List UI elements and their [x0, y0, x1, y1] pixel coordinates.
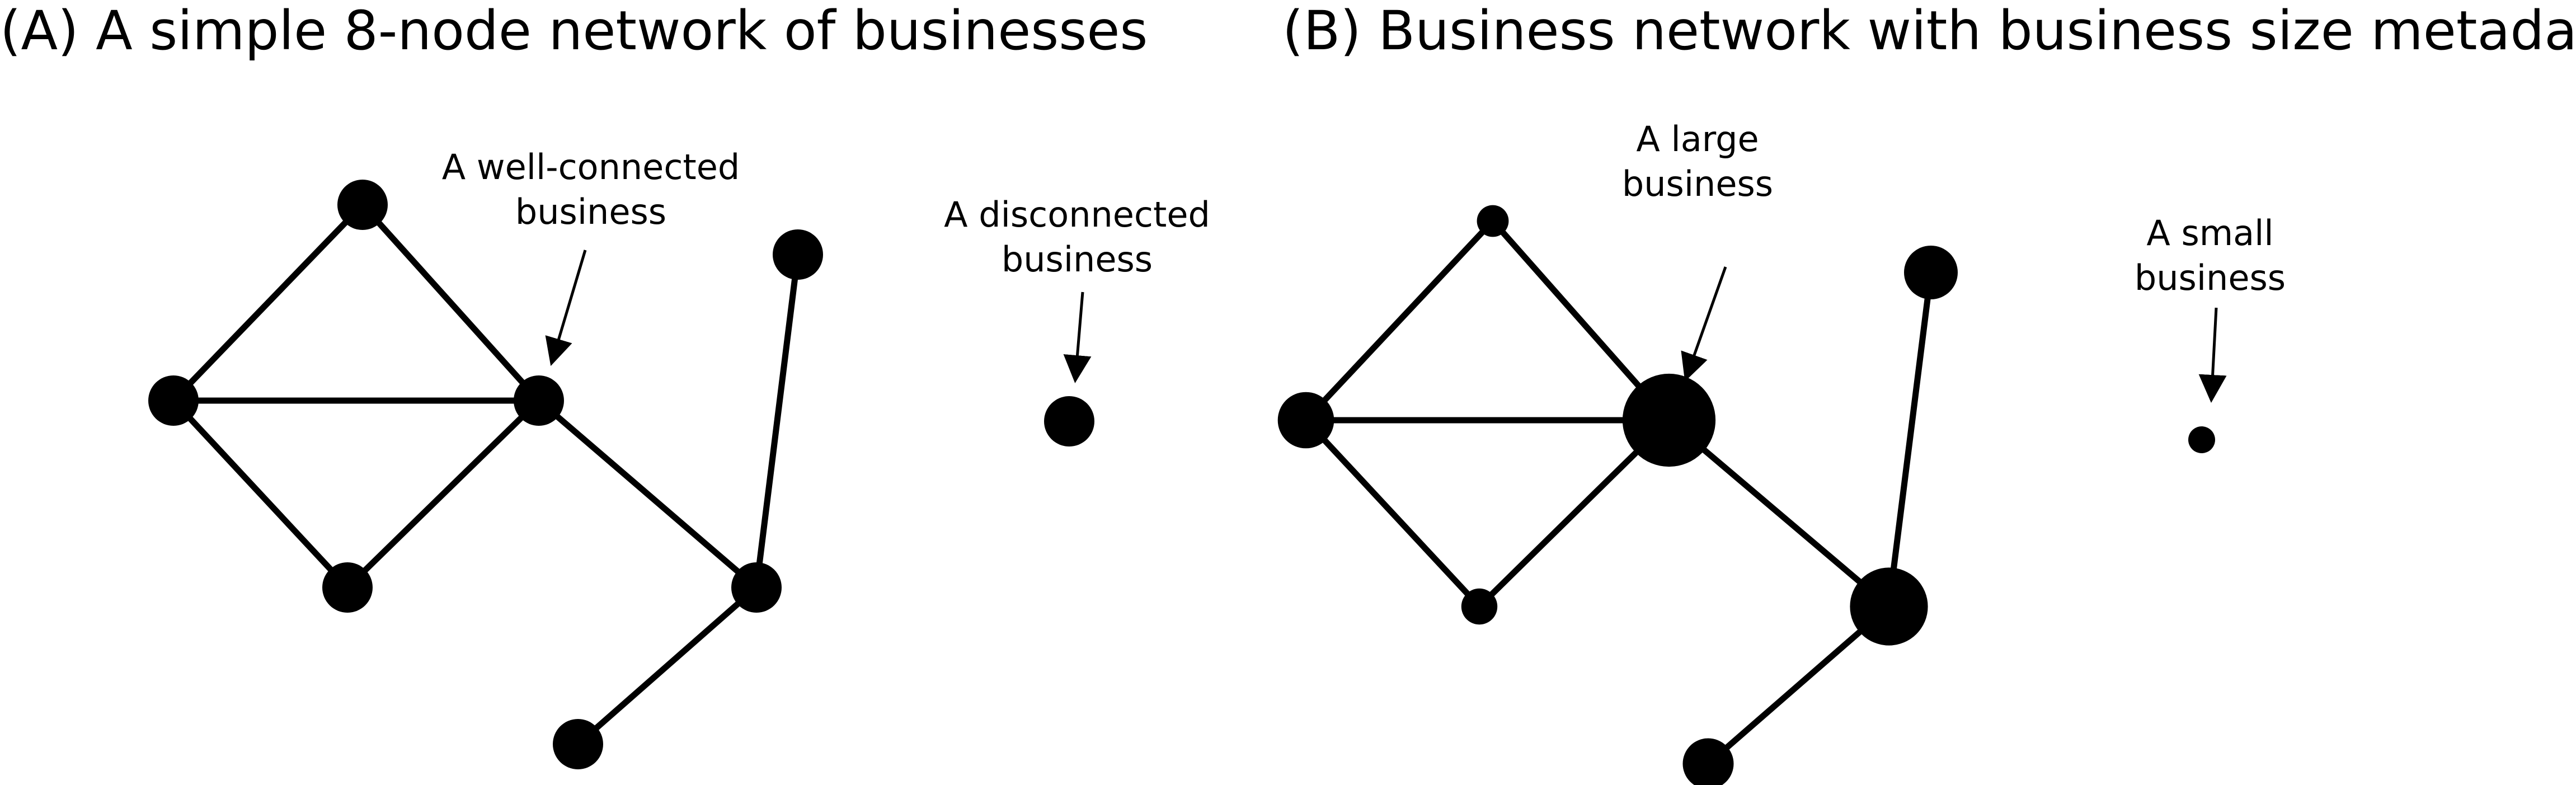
- edge-top-hub: [359, 201, 542, 404]
- annotation-label: business: [515, 191, 666, 232]
- edge-bottom-hub: [344, 397, 542, 591]
- annotation-arrow: [1681, 266, 1727, 382]
- node-left: [1277, 392, 1334, 449]
- panel-b-edges: [1303, 218, 1934, 767]
- edge-right-mid-right-top: [1886, 269, 1934, 610]
- annotation-label: A large: [1636, 119, 1759, 159]
- node-bottom-right: [1682, 738, 1734, 785]
- edge-top-left: [170, 201, 366, 404]
- annotation-label: A disconnected: [944, 194, 1210, 235]
- edge-right-mid-bottom-right: [575, 584, 760, 748]
- node-left: [148, 375, 199, 426]
- panel-a-title: (A) A simple 8-node network of businesse…: [0, 0, 1148, 62]
- node-isolated: [2188, 426, 2215, 453]
- node-bottom-right: [553, 719, 603, 769]
- node-right-top: [1904, 246, 1958, 299]
- node-top: [337, 180, 388, 230]
- annotation-label: business: [1002, 239, 1153, 280]
- annotation-arrow: [545, 250, 587, 366]
- node-hub: [514, 375, 564, 426]
- edge-top-left: [1303, 218, 1496, 424]
- panel-b-title: (B) Business network with business size …: [1282, 0, 2576, 62]
- node-bottom: [322, 562, 373, 613]
- annotation-label: business: [1622, 163, 1773, 204]
- annotation-arrow: [2198, 307, 2227, 403]
- node-right-mid: [731, 562, 782, 613]
- annotation-arrow: [1063, 292, 1092, 383]
- panel-b-nodes: [1277, 205, 2215, 785]
- edge-hub-right-mid: [535, 397, 760, 591]
- edge-right-mid-right-top: [753, 251, 801, 591]
- node-bottom: [1461, 588, 1498, 625]
- panel-a-edges: [170, 201, 801, 748]
- annotation-label: A well-connected: [442, 147, 740, 187]
- panel-a-nodes: [148, 180, 1094, 769]
- node-right-top: [773, 229, 823, 280]
- annotation-label: A small: [2146, 213, 2273, 253]
- annotation-label: business: [2135, 257, 2286, 298]
- edge-right-mid-bottom-right: [1705, 603, 1892, 767]
- panel-b: (B) Business network with business size …: [1277, 0, 2576, 785]
- node-top: [1477, 205, 1509, 237]
- panel-a: (A) A simple 8-node network of businesse…: [0, 0, 1210, 769]
- edge-hub-right-mid: [1666, 417, 1892, 610]
- node-isolated: [1044, 396, 1094, 446]
- edge-left-bottom: [1303, 417, 1483, 610]
- node-right-mid: [1850, 567, 1928, 646]
- node-hub: [1622, 373, 1716, 467]
- edge-left-bottom: [170, 397, 351, 591]
